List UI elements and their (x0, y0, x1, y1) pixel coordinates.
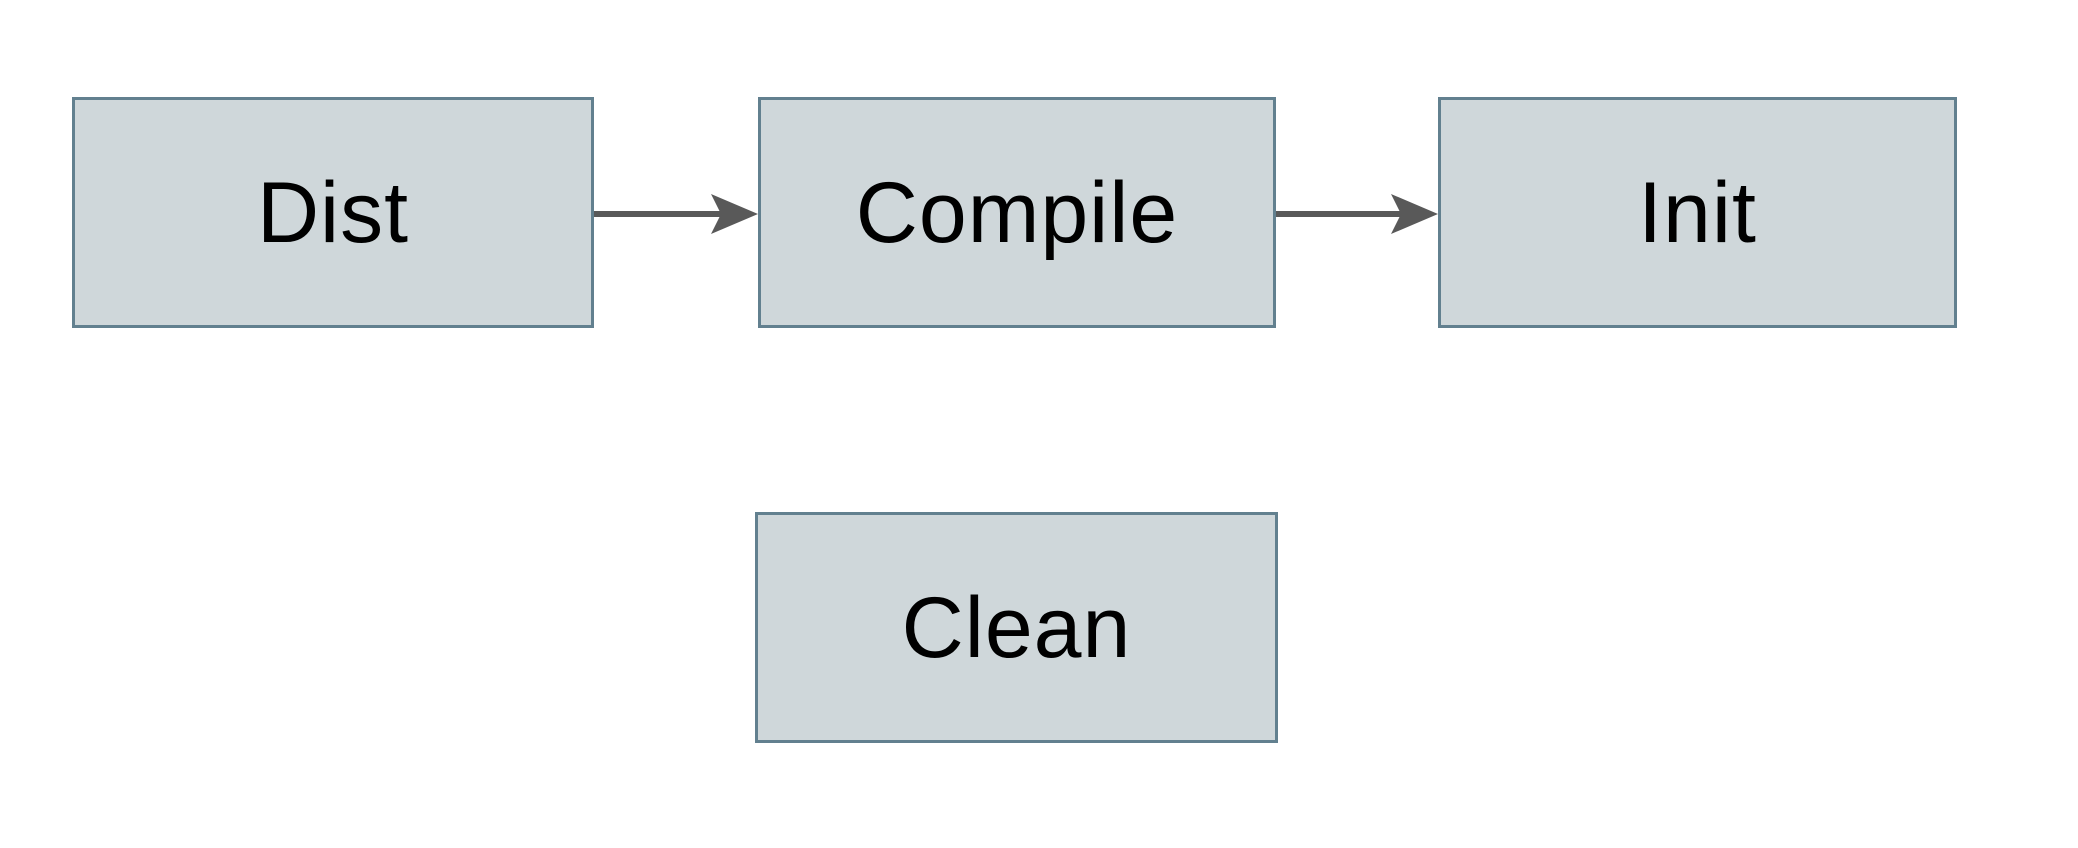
node-dist-label: Dist (256, 164, 410, 261)
node-init: Init (1438, 97, 1957, 328)
arrow-dist-to-compile (594, 194, 758, 234)
node-clean: Clean (755, 512, 1278, 743)
arrow-compile-to-init-head-icon (1391, 194, 1438, 234)
node-init-label: Init (1638, 164, 1757, 261)
node-compile: Compile (758, 97, 1276, 328)
arrow-compile-to-init (1276, 194, 1438, 234)
arrow-dist-to-compile-head-icon (711, 194, 758, 234)
node-dist: Dist (72, 97, 594, 328)
node-compile-label: Compile (855, 164, 1179, 261)
node-clean-label: Clean (901, 579, 1132, 676)
